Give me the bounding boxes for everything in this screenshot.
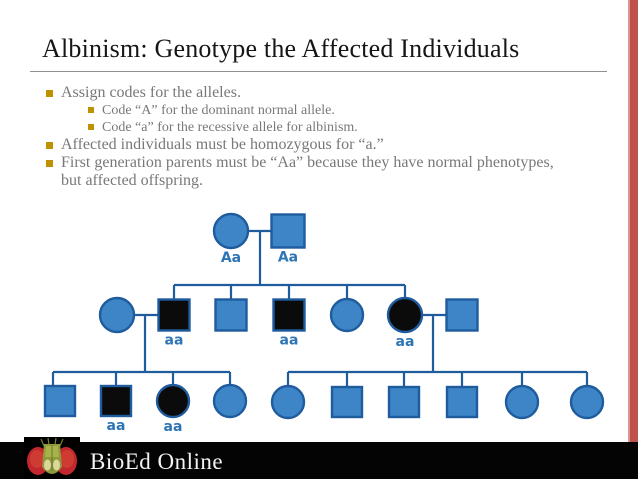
pedigree-square-affected	[99, 384, 133, 418]
pedigree-square-unaffected	[43, 384, 77, 418]
pedigree-square-unaffected	[214, 298, 248, 332]
pedigree-circle-affected	[155, 383, 191, 419]
pedigree-circle-unaffected	[212, 383, 248, 419]
bullet-text: Code “a” for the recessive allele for al…	[102, 120, 358, 135]
bullet-item: Affected individuals must be homozygous …	[46, 136, 574, 154]
footer-brand: BioEd Online	[90, 449, 224, 474]
title-underline	[30, 71, 607, 72]
bullet-text: First generation parents must be “Aa” be…	[61, 154, 554, 189]
bullet-text: Affected individuals must be homozygous …	[61, 136, 384, 153]
accent-bar	[628, 0, 638, 442]
pedigree-square-unaffected	[330, 385, 364, 419]
pedigree-circle-unaffected	[270, 384, 306, 420]
bullet-text: Code “A” for the dominant normal allele.	[102, 103, 335, 118]
pedigree-circle-affected	[386, 296, 424, 334]
bullet-item: First generation parents must be “Aa” be…	[46, 154, 574, 190]
genotype-label: aa	[396, 334, 415, 350]
bullet-text: Assign codes for the alleles.	[61, 84, 241, 101]
bullet-marker-icon	[46, 90, 53, 97]
pedigree-square-affected	[272, 298, 306, 332]
bullet-item: Code “a” for the recessive allele for al…	[88, 119, 574, 136]
pedigree-square-unaffected	[445, 385, 479, 419]
pedigree-circle-unaffected	[98, 296, 136, 334]
pedigree-square-unaffected	[270, 213, 306, 249]
pedigree-circle-unaffected	[329, 297, 365, 333]
genotype-label: Aa	[221, 250, 241, 266]
bullet-marker-icon	[46, 142, 53, 149]
bullet-marker-icon	[46, 160, 53, 167]
genotype-label: aa	[280, 333, 299, 349]
pedigree-square-affected	[157, 298, 191, 332]
bullet-list: Assign codes for the alleles. Code “A” f…	[46, 84, 574, 190]
fruit-fly-logo-icon	[24, 437, 80, 479]
pedigree-square-unaffected	[387, 385, 421, 419]
pedigree-square-unaffected	[445, 298, 479, 332]
footer-bar	[0, 442, 638, 479]
genotype-label: Aa	[278, 250, 298, 266]
bullet-item: Assign codes for the alleles.	[46, 84, 574, 102]
genotype-label: aa	[107, 418, 126, 434]
genotype-label: aa	[165, 333, 184, 349]
bullet-item: Code “A” for the dominant normal allele.	[88, 102, 574, 119]
pedigree-circle-unaffected	[569, 384, 605, 420]
slide-title: Albinism: Genotype the Affected Individu…	[42, 34, 520, 63]
pedigree-circle-unaffected	[504, 384, 540, 420]
bullet-marker-icon	[88, 107, 94, 113]
pedigree-circle-unaffected	[212, 212, 250, 250]
genotype-label: aa	[164, 419, 183, 435]
bullet-marker-icon	[88, 124, 94, 130]
